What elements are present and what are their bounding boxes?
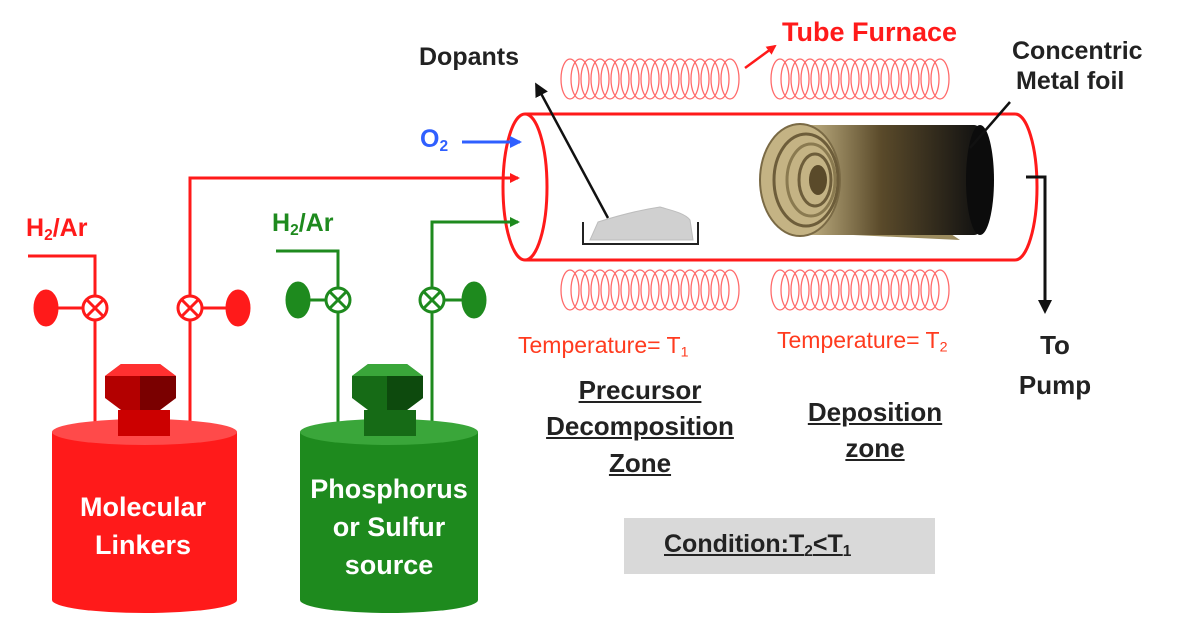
h2ar-red-label: H2/Ar: [26, 214, 87, 245]
temp1-main: Temperature= T: [518, 332, 681, 358]
o2-main: O: [420, 125, 440, 153]
red-tank-label: Molecular Linkers: [58, 489, 228, 565]
precursor-zone-label: Precursor Decomposition Zone: [520, 372, 760, 481]
coil-bottom-right: [770, 269, 950, 311]
h2ar-green-label: H2/Ar: [272, 209, 333, 240]
metal-foil-roll: [759, 123, 994, 240]
green-tank-line2: or Sulfur: [332, 511, 446, 542]
precursor-line2: Decomposition: [546, 411, 734, 442]
temp2-main: Temperature= T: [777, 327, 940, 353]
precursor-line1: Precursor: [578, 375, 702, 405]
red-tank: [52, 364, 237, 613]
condition-main: Condition:T: [664, 530, 805, 558]
coil-top-left: [560, 58, 740, 100]
h2ar-red-tail: /Ar: [52, 214, 88, 242]
furnace-coils: [560, 58, 950, 311]
h2ar-red-sub: 2: [44, 226, 53, 244]
green-valve-right: [418, 281, 487, 319]
tube-furnace-label: Tube Furnace: [782, 17, 958, 47]
coil-top-right: [770, 58, 950, 100]
condition-mid: <T: [812, 530, 843, 558]
temp1-sub: 1: [680, 344, 689, 361]
pump-exhaust-line: [1026, 175, 1052, 314]
green-tank: [300, 364, 478, 613]
condition-label: Condition:T2<T1: [664, 530, 851, 561]
red-tank-line2: Linkers: [94, 529, 192, 560]
temperature-t1-label: Temperature= T1: [518, 332, 689, 361]
condition-sub2: 1: [842, 542, 852, 560]
h2ar-green-sub: 2: [290, 221, 299, 239]
green-valve-left: [285, 281, 352, 319]
deposition-line2: zone: [845, 433, 905, 464]
pointer-lines: [535, 82, 1011, 219]
dopants-label: Dopants: [419, 43, 519, 71]
green-tank-line3: source: [344, 549, 434, 580]
quartz-tube: [501, 112, 1039, 262]
temp2-sub: 2: [939, 339, 948, 356]
coil-bottom-left: [560, 269, 740, 311]
tube-furnace-arrow: [744, 44, 777, 70]
o2-label: O2: [420, 125, 448, 156]
concentric-foil-label: Concentric Metal foil: [1012, 37, 1143, 96]
to-pump-label: To Pump: [1005, 325, 1105, 406]
green-tank-line1: Phosphorus: [310, 474, 468, 504]
condition-sub1: 2: [804, 542, 813, 560]
red-tank-line1: Molecular: [79, 492, 207, 522]
concentric-line2: Metal foil: [1016, 66, 1125, 95]
temperature-t2-label: Temperature= T2: [777, 327, 948, 356]
deposition-line1: Deposition: [807, 397, 943, 427]
h2ar-red-main: H: [26, 214, 45, 242]
deposition-zone-label: Deposition zone: [770, 394, 980, 467]
red-valve-left: [33, 289, 109, 327]
h2ar-green-main: H: [272, 209, 291, 237]
pump-line1: To: [1040, 330, 1070, 360]
green-tank-label: Phosphorus or Sulfur source: [304, 471, 474, 584]
o2-sub: 2: [439, 137, 449, 155]
green-gas-lines: [276, 217, 520, 434]
precursor-line3: Zone: [608, 447, 672, 478]
condition-box: [624, 518, 935, 574]
precursor-boat: [582, 206, 699, 245]
red-gas-lines: [28, 173, 520, 434]
pump-line2: Pump: [1018, 370, 1092, 401]
concentric-line1: Concentric: [1012, 37, 1143, 65]
h2ar-green-tail: /Ar: [298, 209, 334, 237]
red-valve-right: [176, 289, 251, 327]
